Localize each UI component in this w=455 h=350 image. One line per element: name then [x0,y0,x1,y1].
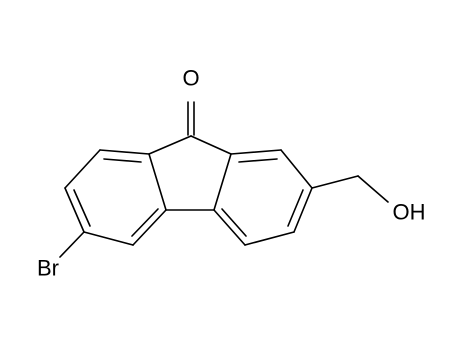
ketone-oxygen-label: O [182,66,199,91]
right-ring-bond-1 [230,149,282,155]
right-ring-bond-5-inner [221,208,247,237]
c-ch2-bond [311,175,359,189]
right-ring-bond-2 [280,149,313,189]
left-ring-bond-3 [64,187,85,233]
right-ring-bond-3-inner [287,189,304,227]
right-ring-bond-6 [213,153,232,211]
left-ring-bond-2 [64,149,101,189]
hydroxyl-label: OH [393,200,426,225]
right-ring-bond-3 [293,187,313,233]
left-ring-bond-5-inner [131,208,159,237]
left-ring-bond-1 [99,149,150,155]
left-ring-bond-3-inner [73,189,91,227]
right-ring-bond-1-inner [238,158,278,163]
c-br-bond [59,231,85,258]
right-ring-bond-5 [213,209,246,246]
left-ring-bond-6 [148,153,167,211]
right-ring-bond-4 [244,231,295,246]
bromine-label: Br [37,256,59,281]
ch2-o-bond [357,175,389,203]
ring5-bond-c9-c8a [190,135,232,155]
left-ring-bond-4 [83,231,134,246]
left-ring-bond-1-inner [103,158,142,163]
left-ring-bond-5 [132,209,167,246]
ring5-bond-c9-c9a [148,135,192,155]
